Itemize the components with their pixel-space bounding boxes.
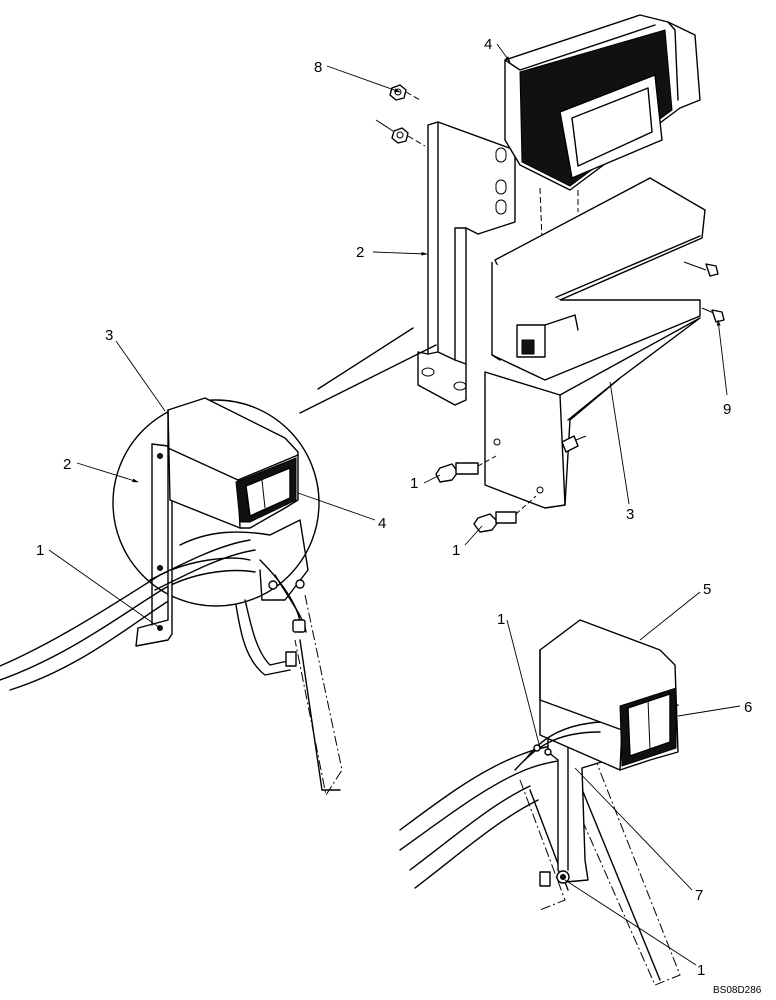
callout-8: 8 [314, 59, 322, 76]
cover-housing [484, 177, 706, 509]
screw-lower [701, 307, 725, 323]
callout-3: 3 [626, 506, 634, 523]
installed-view [399, 619, 681, 986]
lamp-assembly [504, 14, 701, 241]
callout-labels: 8 4 2 9 3 1 1 3 2 1 4 5 1 6 7 1 [36, 36, 752, 979]
screw-upper [683, 261, 719, 277]
bolt-lower [473, 495, 537, 533]
callout-4: 4 [378, 515, 386, 532]
callout-9: 9 [723, 401, 731, 418]
bolt-upper [435, 455, 497, 483]
callout-1: 1 [497, 611, 505, 628]
mounting-bracket [417, 121, 516, 406]
callout-2: 2 [356, 244, 364, 261]
callout-1: 1 [697, 962, 705, 979]
callout-1: 1 [452, 542, 460, 559]
callout-3: 3 [105, 327, 113, 344]
callout-1: 1 [36, 542, 44, 559]
leader-lines [48, 43, 741, 966]
callout-2: 2 [63, 456, 71, 473]
callout-4: 4 [484, 36, 492, 53]
callout-5: 5 [703, 581, 711, 598]
nut-upper [389, 84, 421, 101]
detail-view [0, 327, 437, 797]
exploded-view [375, 14, 725, 533]
nut-lower [375, 119, 426, 147]
callout-1: 1 [410, 475, 418, 492]
callout-6: 6 [744, 699, 752, 716]
callout-7: 7 [695, 887, 703, 904]
drawing-code: BS08D286 [713, 985, 762, 996]
